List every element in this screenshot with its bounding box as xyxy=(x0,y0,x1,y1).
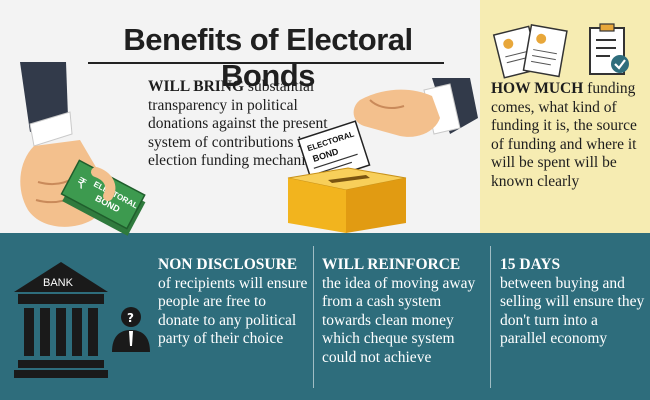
bottom-panel xyxy=(0,233,650,400)
checklist-icon xyxy=(589,23,629,75)
reinforce-lead: WILL REINFORCE xyxy=(322,256,461,273)
transparency-lead: WILL BRING xyxy=(148,78,245,95)
non-disclosure-lead: NON DISCLOSURE xyxy=(158,256,298,273)
hand-with-cash-icon: ₹ ELECTORAL BOND xyxy=(20,62,146,236)
certificates-icon xyxy=(492,24,568,79)
days-lead: 15 DAYS xyxy=(500,256,561,273)
hand-with-bond-icon: ELECTORAL BOND xyxy=(297,78,478,185)
column-divider xyxy=(313,246,314,388)
ballot-box-icon xyxy=(287,167,407,233)
non-disclosure-body: of recipients will ensure people are fre… xyxy=(158,274,308,348)
transparency-text: WILL BRING substantial transparency in p… xyxy=(148,78,333,171)
reinforce-body: the idea of moving away from a cash syst… xyxy=(322,274,476,366)
svg-text:?: ? xyxy=(127,311,134,325)
days-body: between buying and selling will ensure t… xyxy=(500,274,645,348)
transparency-body: substantial transparency in political do… xyxy=(148,78,333,170)
non-disclosure-text: NON DISCLOSURE of recipients will ensure… xyxy=(158,256,308,349)
anonymous-person-icon: ? xyxy=(112,307,150,352)
days-text: 15 DAYS between buying and selling will … xyxy=(500,256,645,349)
bank-label: BANK xyxy=(43,277,74,289)
page-title: Benefits of Electoral Bonds xyxy=(123,22,413,93)
funding-lead: HOW MUCH xyxy=(491,80,584,97)
column-divider xyxy=(490,246,491,388)
reinforce-text: WILL REINFORCE the idea of moving away f… xyxy=(322,256,482,368)
title-underline xyxy=(88,62,444,64)
funding-text: HOW MUCH funding comes, what kind of fun… xyxy=(491,80,643,192)
bank-icon: BANK xyxy=(14,262,108,378)
funding-body: funding comes, what kind of funding it i… xyxy=(491,80,637,190)
